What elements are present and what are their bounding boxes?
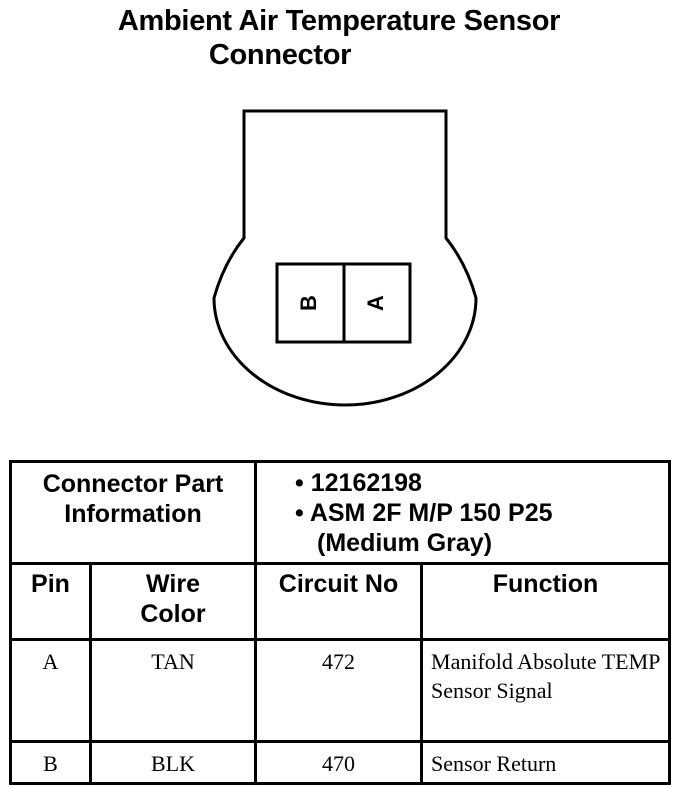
table-row: A TAN 472 Manifold Absolute TEMP Sensor … — [9, 638, 672, 743]
header-function: Function — [420, 562, 672, 641]
part-description: • ASM 2F M/P 150 P25 — [295, 499, 553, 527]
row-pin: B — [9, 740, 92, 785]
row-wire-color: TAN — [88, 638, 258, 743]
row-pin: A — [9, 638, 92, 743]
row-circuit-no: 470 — [254, 740, 424, 785]
part-number: • 12162198 — [295, 469, 422, 497]
row-wire-color: BLK — [88, 740, 258, 785]
header-row: Pin Wire Color Circuit No Function — [9, 562, 672, 641]
part-color: (Medium Gray) — [317, 529, 493, 557]
table-row: B BLK 470 Sensor Return — [9, 740, 672, 785]
row-function: Sensor Return — [420, 740, 672, 785]
diagram-title: Ambient Air Temperature Sensor — [117, 5, 561, 37]
part-info-row: Connector Part Information • 12162198 • … — [8, 460, 672, 565]
connector-outline: B A — [212, 109, 478, 407]
part-info-values: • 12162198 • ASM 2F M/P 150 P25 (Medium … — [254, 460, 672, 565]
row-function: Manifold Absolute TEMP Sensor Signal — [420, 638, 672, 743]
pin-cavity-a — [342, 262, 412, 344]
part-info-label: Connector Part Information — [8, 460, 258, 565]
header-circuit-no: Circuit No — [254, 562, 424, 641]
row-circuit-no: 472 — [254, 638, 424, 743]
pin-a-label: A — [363, 295, 388, 311]
header-pin: Pin — [9, 562, 92, 641]
diagram-title-line2: Connector — [208, 39, 352, 71]
header-wire-color: Wire Color — [88, 562, 258, 641]
pinout-table: Connector Part Information • 12162198 • … — [8, 460, 672, 785]
pin-b-label: B — [296, 295, 321, 311]
